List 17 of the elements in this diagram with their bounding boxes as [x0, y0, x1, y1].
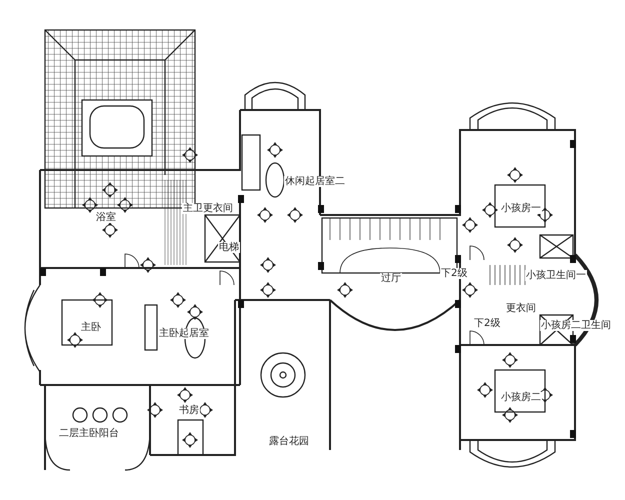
room-label: 更衣间 — [505, 303, 537, 314]
room-label: 小孩房一 — [500, 203, 542, 214]
room-label: 电梯 — [218, 242, 240, 253]
room-label: 过厅 — [380, 273, 402, 284]
room-label: 主卧 — [80, 322, 102, 333]
room-label: 小孩卫生间一 — [525, 270, 587, 281]
room-label: 主卧起居室 — [158, 328, 210, 339]
room-label: 下2级 — [473, 318, 502, 329]
room-label: 二层主卧阳台 — [58, 428, 120, 439]
room-label: 小孩房二 — [500, 392, 542, 403]
room-label: 主卫更衣间 — [182, 203, 234, 214]
room-label: 下2级 — [440, 268, 468, 279]
room-label: 休闲起居室二 — [284, 176, 346, 187]
room-label: 浴室 — [95, 212, 117, 223]
room-label: 小孩房二卫生间 — [540, 320, 612, 331]
room-label: 露台花园 — [268, 436, 310, 447]
room-label: 书房 — [178, 405, 200, 416]
